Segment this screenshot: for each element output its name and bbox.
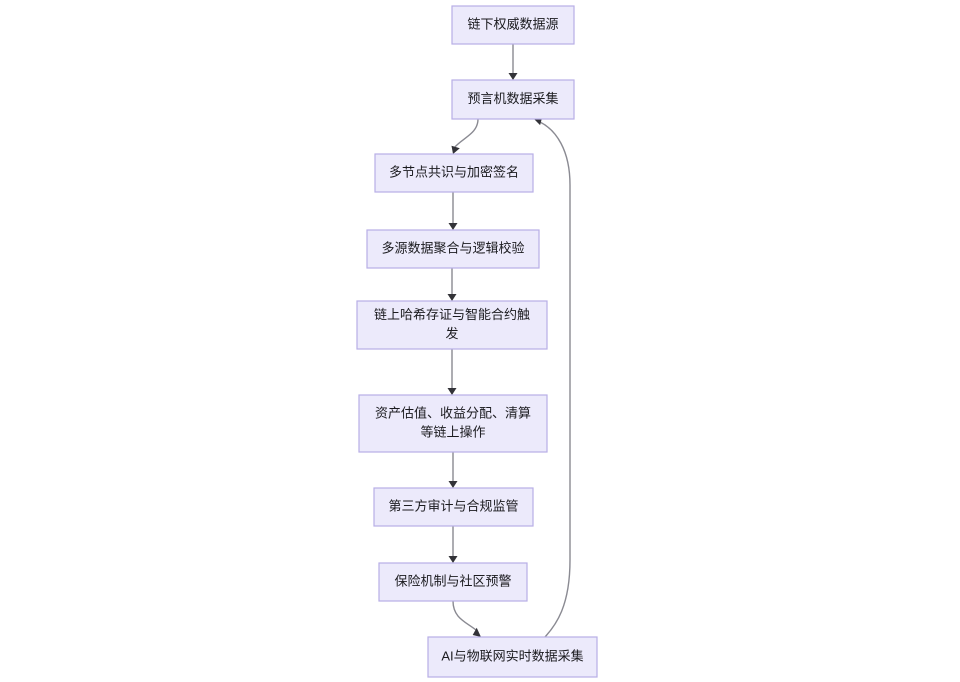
arrow-head-icon xyxy=(447,388,457,395)
edge-group xyxy=(447,44,571,638)
node-box[interactable] xyxy=(378,562,528,602)
node-box[interactable] xyxy=(427,636,598,678)
arrow-head-icon xyxy=(472,627,481,637)
arrow-head-icon xyxy=(451,145,460,154)
node-multinode-consensus-signature[interactable]: 多节点共识与加密签名 xyxy=(374,153,534,193)
node-label: 预言机数据采集 xyxy=(467,91,558,106)
edge-offchain-to-oracle xyxy=(508,44,518,80)
edge-valuation-to-audit xyxy=(448,452,458,488)
edge-oracle-to-consensus xyxy=(451,118,479,154)
node-label: 多节点共识与加密签名 xyxy=(389,164,519,179)
node-label: AI与物联网实时数据采集 xyxy=(441,648,583,663)
node-multisource-aggregation-validation[interactable]: 多源数据聚合与逻辑校验 xyxy=(366,229,540,269)
node-group: 链下权威数据源 预言机数据采集 多节点共识与加密签名 多源数据聚合与逻辑校验 链… xyxy=(356,5,598,678)
node-label: 链上哈希存证与智能合约触 xyxy=(374,307,530,322)
arrow-head-icon xyxy=(448,223,458,230)
edge-hash-to-valuation xyxy=(447,349,457,395)
node-box[interactable] xyxy=(451,5,575,45)
edge-path xyxy=(539,121,571,638)
node-box[interactable] xyxy=(374,153,534,193)
arrow-head-icon xyxy=(447,294,457,301)
edge-ai-to-oracle-feedback xyxy=(534,116,571,638)
node-label: 第三方审计与合规监管 xyxy=(388,498,518,513)
node-box[interactable] xyxy=(366,229,540,269)
node-box[interactable] xyxy=(358,394,548,453)
node-box[interactable] xyxy=(356,300,548,350)
edge-consensus-to-aggregation xyxy=(448,192,458,230)
node-label: 资产估值、收益分配、清算 xyxy=(375,405,531,420)
arrow-head-icon xyxy=(448,556,458,563)
node-thirdparty-audit-compliance[interactable]: 第三方审计与合规监管 xyxy=(373,487,534,527)
arrow-head-icon xyxy=(448,481,458,488)
node-label: 多源数据聚合与逻辑校验 xyxy=(381,240,524,255)
node-oracle-data-collection[interactable]: 预言机数据采集 xyxy=(451,79,575,120)
edge-path xyxy=(453,118,479,149)
node-box[interactable] xyxy=(451,79,575,120)
node-label: 保险机制与社区预警 xyxy=(394,573,511,588)
node-label-line2: 等链上操作 xyxy=(420,424,485,439)
edge-path xyxy=(452,600,477,631)
edge-insurance-to-ai xyxy=(452,600,481,637)
edge-audit-to-insurance xyxy=(448,526,458,563)
arrow-head-icon xyxy=(508,73,518,80)
node-onchain-hash-smartcontract[interactable]: 链上哈希存证与智能合约触 发 xyxy=(356,300,548,350)
edge-aggregation-to-hash xyxy=(447,268,457,301)
node-offchain-data-source[interactable]: 链下权威数据源 xyxy=(451,5,575,45)
node-label: 链下权威数据源 xyxy=(467,16,558,31)
node-label-line2: 发 xyxy=(445,326,458,341)
node-insurance-community-alert[interactable]: 保险机制与社区预警 xyxy=(378,562,528,602)
node-ai-iot-realtime-collection[interactable]: AI与物联网实时数据采集 xyxy=(427,636,598,678)
node-asset-valuation-operations[interactable]: 资产估值、收益分配、清算 等链上操作 xyxy=(358,394,548,453)
node-box[interactable] xyxy=(373,487,534,527)
